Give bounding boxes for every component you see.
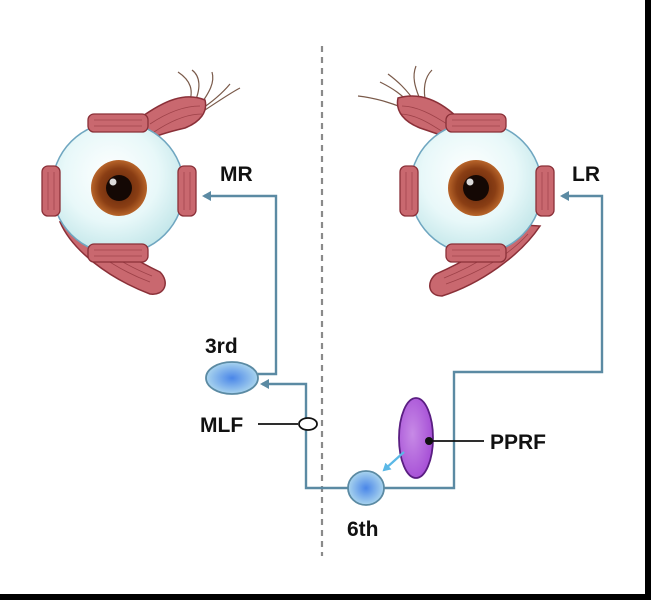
- left-eye-lateral-rectus: [41, 165, 61, 217]
- right-eye-medial-rectus: [399, 165, 419, 217]
- left-eye-inferior-rectus: [87, 243, 149, 263]
- pprf-label: PPRF: [490, 431, 546, 454]
- right-eye-pupil: [463, 175, 489, 201]
- mlf-marker: [298, 417, 318, 431]
- third-nucleus-label: 3rd: [205, 335, 238, 358]
- pprf-body: [398, 397, 434, 479]
- third-nerve-nucleus: [205, 361, 259, 395]
- right-eye: [357, 65, 555, 297]
- mlf-label: MLF: [200, 414, 243, 437]
- lr-label: LR: [572, 163, 600, 186]
- right-eye-lateral-rectus: [535, 165, 555, 217]
- third-to-mr-pathway: [202, 191, 278, 376]
- mr-label: MR: [220, 163, 253, 186]
- left-eye-pupil: [106, 175, 132, 201]
- right-eye-inferior-rectus: [445, 243, 507, 263]
- left-eye-superior-rectus: [87, 113, 149, 133]
- left-eye-superior-muscle: [139, 96, 207, 142]
- left-eye-medial-rectus: [177, 165, 197, 217]
- mlf-pathway: [260, 379, 350, 490]
- sixth-nerve-nucleus: [347, 470, 385, 506]
- sixth-nucleus-label: 6th: [347, 518, 379, 541]
- pprf-to-sixth-arrow: [382, 451, 405, 472]
- right-eye-superior-rectus: [445, 113, 507, 133]
- left-eye: [41, 69, 241, 295]
- sixth-to-lr-pathway: [383, 191, 604, 490]
